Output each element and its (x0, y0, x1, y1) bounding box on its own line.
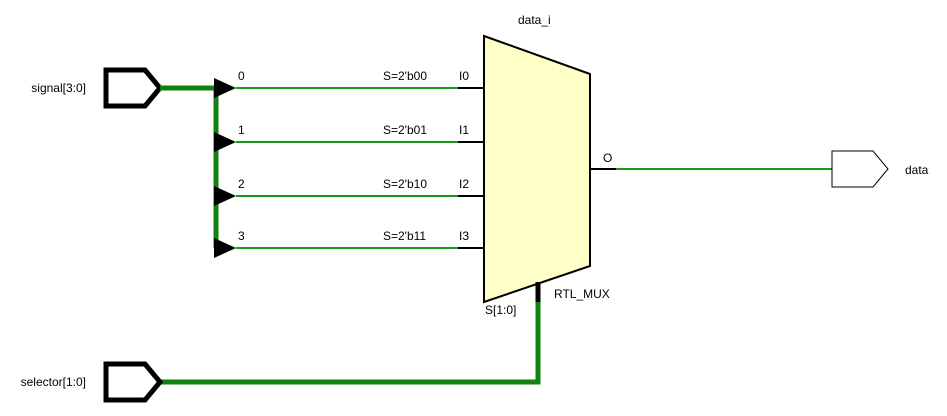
mux-type-label: RTL_MUX (554, 287, 610, 301)
selector-bus-wire[interactable] (160, 302, 541, 385)
signal-port[interactable] (103, 67, 164, 109)
pin-label-o: O (603, 151, 612, 165)
bus-ripper-2 (214, 186, 236, 206)
data-port[interactable] (831, 150, 889, 188)
selector-port[interactable] (103, 361, 164, 403)
bus-ripper-1 (214, 132, 236, 152)
bit-label-2: 2 (238, 177, 245, 191)
condition-label-2: S=2'b10 (383, 177, 427, 191)
condition-label-3: S=2'b11 (383, 229, 426, 243)
pin-label-i2: I2 (459, 177, 469, 191)
mux-instance-name: data_i (518, 13, 551, 27)
mux-body[interactable] (483, 34, 591, 304)
bit-label-1: 1 (238, 123, 245, 137)
selector-port-label: selector[1:0] (21, 375, 86, 389)
condition-label-0: S=2'b00 (383, 69, 427, 83)
pin-label-i0: I0 (459, 69, 469, 83)
pin-label-i1: I1 (459, 123, 469, 137)
bus-ripper-0 (214, 78, 236, 98)
pin-label-i3: I3 (459, 229, 469, 243)
condition-label-1: S=2'b01 (383, 123, 427, 137)
pin-label-s: S[1:0] (485, 303, 516, 317)
bus-ripper-3 (214, 238, 236, 258)
bit-label-0: 0 (238, 69, 245, 83)
bit-label-3: 3 (238, 229, 245, 243)
data-port-label: data (905, 163, 929, 177)
signal-port-label: signal[3:0] (31, 81, 86, 95)
